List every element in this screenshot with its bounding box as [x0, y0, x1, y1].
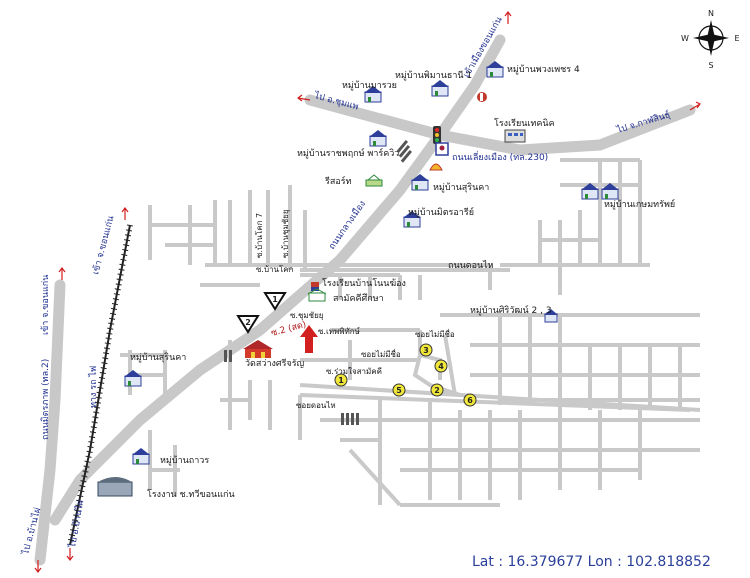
label-factory: โรงงาน ช.ทวีขอนแก่น — [147, 489, 235, 500]
label-to-khonkaen-rail: เข้า จ.ขอนแก่น — [90, 215, 116, 276]
marker-3-label: 3 — [423, 346, 429, 355]
destination-arrow-icon — [300, 325, 318, 353]
school-flag-icon — [311, 282, 319, 291]
label-mu-ban-surin: หมู่บ้านสุรินคา — [433, 182, 489, 193]
house-icon — [369, 130, 387, 147]
marker-3: 3 — [419, 343, 433, 357]
label-samakkhi-school: สามัคคีศึกษา — [333, 293, 384, 304]
label-mu-ban-surin-left: หมู่บ้านสุรินคา — [130, 352, 186, 363]
label-mittraphap: ถนนมิตรภาพ (ทล.2) — [40, 359, 51, 440]
label-soi-chumphuthong: ซ.ชุมชัยยุ — [290, 311, 323, 320]
marker-5: 5 — [392, 383, 406, 397]
house-icon — [581, 183, 599, 200]
compass-w: W — [681, 34, 689, 43]
temple-icon — [243, 340, 273, 358]
road-end-arrows — [34, 11, 701, 573]
arrow-up-icon — [58, 267, 66, 280]
police-box-icon — [435, 142, 449, 156]
house-icon — [544, 309, 558, 323]
fuel-station-icon — [429, 163, 443, 171]
school-building-icon — [504, 129, 526, 143]
label-resort: รีสอร์ท — [325, 175, 352, 187]
label-soi-no-name-2: ซอยไม่มีชื่อ — [361, 348, 401, 359]
label-mu-ban-thawon: หมู่บ้านถาวร — [160, 455, 209, 466]
marker-6-label: 6 — [467, 396, 473, 405]
triangle-marker-2: 2 — [236, 315, 260, 334]
crosswalks — [224, 139, 413, 425]
arrow-up-icon — [121, 207, 129, 220]
house-icon — [364, 86, 382, 103]
label-don-nai: ถนนดอนไห — [448, 260, 494, 271]
house-icons — [124, 61, 619, 465]
marker-4: 4 — [434, 359, 448, 373]
compass-n: N — [708, 9, 714, 18]
label-muang-bypass: ถนนเลี่ยงเมือง (ทล.230) — [452, 150, 548, 163]
arrow-down-icon — [66, 548, 74, 561]
factory-icon — [97, 477, 133, 497]
arrow-down-icon — [34, 560, 42, 573]
house-icon — [403, 211, 421, 228]
label-temple: วัดสว่างศรีจรัญ — [245, 358, 305, 369]
house-icon — [486, 61, 504, 78]
marker-4-label: 4 — [438, 362, 444, 371]
traffic-light-icon — [433, 126, 441, 144]
triangle-marker-1-label: 1 — [272, 295, 278, 304]
marker-5-label: 5 — [396, 386, 402, 395]
house-icon — [124, 370, 142, 387]
label-mu-ban-rachaphruek: หมู่บ้านราชพฤกษ์ พาร์ควิว — [297, 147, 399, 159]
marker-2-label: 2 — [434, 386, 440, 395]
label-school-ban-nonkong: โรงเรียนบ้านโนนฆ้อง — [322, 278, 406, 289]
house-icon — [411, 174, 429, 191]
triangle-marker-1: 1 — [263, 292, 287, 311]
label-technical-school: โรงเรียนเทคนิค — [494, 118, 555, 129]
coordinates-readout: Lat : 16.379677 Lon : 102.818852 — [472, 554, 711, 570]
label-mu-ban-kasem: หมู่บ้านเกษมทรัพย์ — [604, 198, 675, 210]
label-soi-nonkok: ซ.บ้านโคก — [256, 264, 294, 274]
compass-s: S — [708, 61, 713, 70]
label-to-khonkaen-left: เข้า จ.ขอนแก่น — [40, 275, 51, 335]
compass-e: E — [734, 34, 739, 43]
marker-6: 6 — [463, 393, 477, 407]
label-soi-don-nai: ซอยดอนไห — [296, 401, 336, 410]
triangle-marker-2-label: 2 — [245, 318, 251, 327]
resort-icon — [365, 174, 383, 187]
school-icon — [307, 288, 327, 302]
house-icon — [132, 448, 150, 465]
label-mu-ban-puangphet: หมู่บ้านพวงเพชร 4 — [507, 64, 580, 75]
arrow-up-icon — [504, 11, 512, 24]
label-mu-ban-mittaraya: หมู่บ้านมิตรอารีย์ — [408, 206, 474, 218]
house-icon — [601, 183, 619, 200]
marker-2: 2 — [430, 383, 444, 397]
compass-icon: N S E W — [681, 9, 739, 70]
arrow-left-icon — [297, 94, 311, 102]
gas-station-icon — [477, 92, 487, 102]
label-soi-chum: ซ.บ้านชุมชัยยุ — [281, 209, 290, 258]
marker-1-label: 1 — [338, 376, 344, 385]
marker-1: 1 — [334, 373, 348, 387]
label-soi-7: ซ.บ้านโคก 7 — [254, 213, 264, 258]
label-mu-ban-siriwat: หมู่บ้านศิริวัฒน์ 2 , 3 — [470, 304, 552, 316]
markers: 1 2 3 4 5 6 — [334, 343, 477, 407]
label-soi-ruam: ซ.ร่วมใจสามัคคี — [326, 367, 382, 376]
label-mu-ban-mana: หมู่บ้านมารวย — [342, 80, 397, 91]
label-mu-ban-phiman: หมู่บ้านพิมานธานี 1 — [395, 70, 472, 81]
label-to-ban-phai: ไป อ.บ้านไผ่ — [67, 499, 86, 549]
railway-line — [69, 224, 131, 546]
label-soi-thephaphithak: ซ.เทพพิทักษ์ — [318, 326, 360, 336]
arrow-right-icon — [689, 101, 701, 111]
label-railway: ทาง รถ ไฟ — [88, 366, 99, 408]
house-icon — [431, 80, 449, 97]
label-soi-no-name-1: ซอยไม่มีชื่อ — [415, 328, 455, 339]
